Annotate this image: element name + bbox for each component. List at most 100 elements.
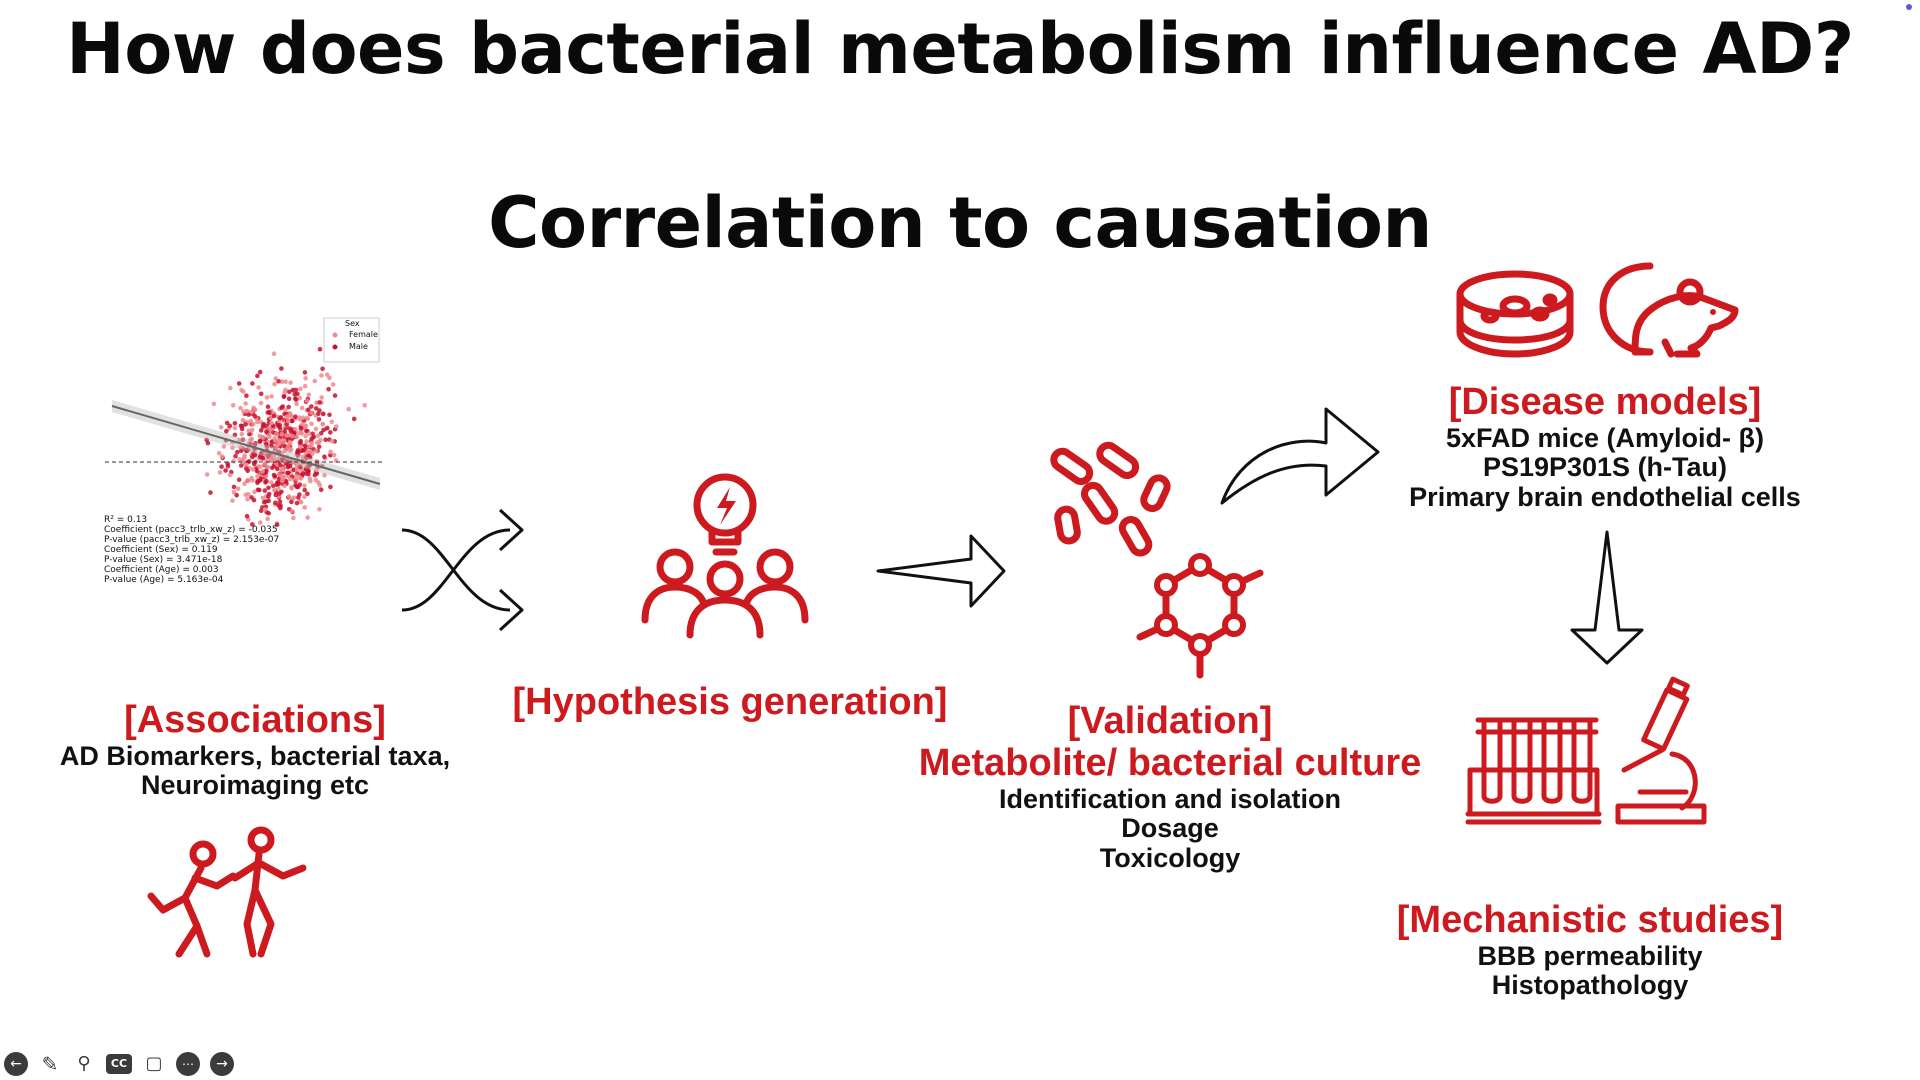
legend-male-label: Male (349, 342, 368, 351)
previous-icon[interactable]: ← (4, 1052, 28, 1076)
scatter-point (246, 412, 251, 417)
scatter-point (308, 479, 313, 484)
scatter-point (309, 404, 314, 409)
regression-stats: R² = 0.13 Coefficient (pacc3_trlb_xw_z) … (104, 515, 279, 585)
scatter-point (314, 467, 319, 473)
scatter-point (277, 416, 283, 421)
scatter-point (297, 440, 303, 445)
scatter-point (208, 490, 213, 495)
scatter-point (265, 404, 271, 409)
scatter-point (238, 405, 243, 411)
scatter-point (294, 401, 299, 407)
scatter-point (320, 421, 325, 427)
captions-icon[interactable]: CC (106, 1054, 132, 1074)
scatter-point (244, 462, 249, 467)
scatter-point (297, 395, 302, 401)
associations-block: [Associations] AD Biomarkers, bacterial … (0, 699, 510, 801)
scatter-point (302, 447, 307, 453)
scatter-point (302, 494, 307, 500)
scatter-point (205, 440, 211, 446)
scatter-point (327, 412, 332, 418)
scatter-point (241, 389, 246, 394)
validation-item: Toxicology (1099, 842, 1241, 873)
mechanistic-item: Histopathology (1491, 970, 1689, 1001)
scatter-point (303, 471, 308, 476)
down-arrow-icon (1570, 530, 1644, 665)
scatter-point (294, 476, 299, 482)
scatter-point (230, 498, 235, 503)
scatter-point (328, 449, 333, 454)
stat-line: P-value (Age) = 5.163e-04 (104, 575, 224, 585)
scatter-point (330, 382, 336, 387)
scatter-point (285, 462, 291, 468)
scatter-point (238, 448, 244, 453)
scatter-point (260, 495, 266, 501)
scatter-point (281, 393, 287, 399)
scatter-point (266, 494, 271, 499)
disease-models-item: 5xFAD mice (Amyloid- β) (1445, 422, 1765, 453)
scatter-point (249, 409, 254, 415)
scatter-point (242, 453, 247, 458)
scatter-point (230, 445, 235, 451)
more-icon[interactable]: ⋯ (176, 1052, 200, 1076)
bacteria-icon (1050, 441, 1171, 557)
scatter-point (255, 419, 260, 425)
scatter-point (252, 489, 257, 495)
scatter-point (313, 406, 319, 411)
scatter-point (290, 433, 295, 439)
scatter-point (317, 482, 323, 488)
scatter-point (265, 516, 270, 522)
scatter-point (277, 423, 283, 428)
scatter-point (296, 430, 301, 436)
scatter-point (236, 381, 242, 386)
scatter-point (273, 492, 279, 498)
scatter-point (286, 494, 292, 499)
scatter-point (250, 454, 255, 460)
pen-icon[interactable]: ✎ (41, 1052, 59, 1076)
slide-title: How does bacterial metabolism influence … (66, 8, 1854, 90)
scatter-point (265, 453, 271, 459)
scatter-point (232, 421, 238, 426)
next-icon[interactable]: → (210, 1052, 234, 1076)
validation-subheading: Metabolite/ bacterial culture (918, 741, 1422, 784)
scatter-point (302, 487, 307, 493)
hypothesis-heading: [Hypothesis generation] (512, 681, 948, 723)
camera-icon[interactable]: ▢ (145, 1053, 163, 1074)
scatter-point (298, 475, 303, 480)
legend-box (323, 317, 380, 363)
scatter-point (290, 387, 296, 393)
scatter-point (285, 444, 291, 449)
scatter-point (307, 455, 313, 460)
scatter-point (297, 482, 303, 487)
disease-models-item: Primary brain endothelial cells (1409, 482, 1801, 513)
scatter-point (303, 467, 309, 472)
scatter-point (305, 515, 310, 520)
scatter-point (295, 449, 301, 455)
scatter-point (231, 484, 237, 490)
scatter-point (316, 444, 322, 450)
scatter-point (232, 432, 238, 438)
scatter-point (279, 379, 285, 384)
zoom-icon[interactable]: ⚲ (77, 1053, 91, 1074)
scatter-point (329, 439, 335, 444)
scatter-point (257, 487, 262, 493)
scatter-point (320, 366, 325, 372)
associations-line1: AD Biomarkers, bacterial taxa, (59, 740, 451, 771)
scatter-point (327, 375, 332, 381)
scatter-point (255, 474, 260, 479)
scatter-point (334, 424, 339, 429)
scatter-point (269, 480, 274, 485)
corner-dot (1906, 4, 1912, 10)
scatter-point (271, 351, 277, 356)
scatter-point (261, 435, 266, 440)
scatter-point (269, 443, 274, 449)
scatter-point (224, 420, 230, 426)
scatter-point (238, 444, 243, 450)
scatter-point (317, 400, 322, 405)
scatter-point (242, 481, 247, 486)
scatter-point (319, 373, 324, 378)
scatter-point (300, 415, 306, 420)
scatter-point (303, 376, 308, 381)
scatter-point (264, 444, 270, 449)
scatter-point (223, 468, 228, 473)
